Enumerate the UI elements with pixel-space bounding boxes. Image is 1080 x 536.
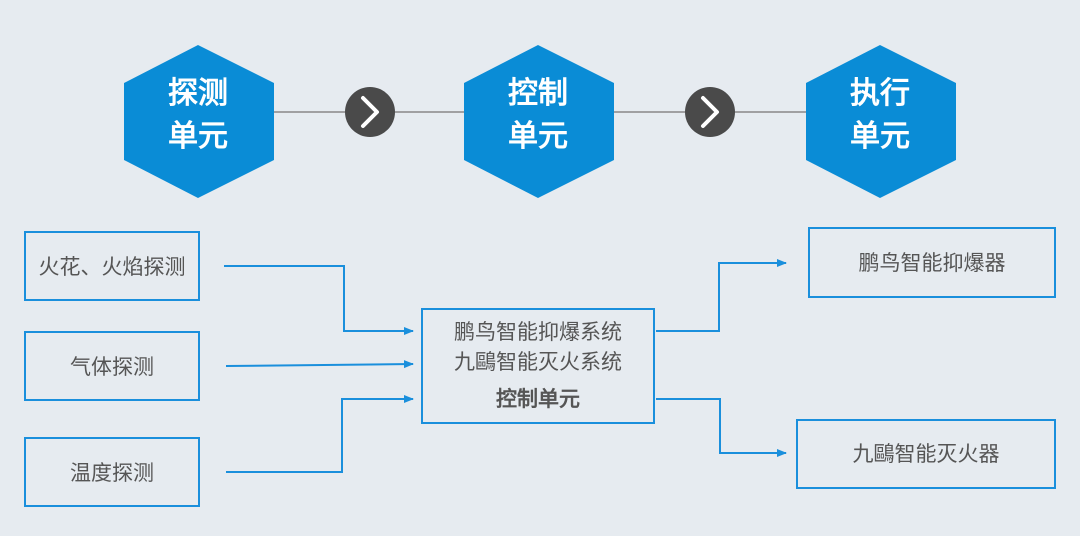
chevron-right-icon [685,87,735,137]
hexagon-shape [124,45,274,198]
output-label: 鹏鸟智能抑爆器 [859,251,1006,275]
stage-label-line1: 控制 [508,76,568,111]
hexagon-shape [806,45,956,198]
control-title: 控制单元 [496,387,580,411]
control-line1: 鹏鸟智能抑爆系统 [454,320,622,344]
hexagon-shape [464,45,614,198]
input-box-flame: 火花、火焰探测 [24,231,200,301]
connector-arrow [656,259,787,332]
control-line2: 九鷗智能灭火系统 [454,350,622,374]
output-label: 九鷗智能灭火器 [853,442,1000,466]
connector-arrow [225,360,414,369]
input-label: 气体探测 [70,355,154,379]
input-box-temperature: 温度探测 [24,437,200,507]
stage-label-line2: 单元 [850,119,910,154]
stage-detection: 探测 单元 [124,45,274,198]
connector-arrow [224,265,414,335]
stage-execution: 执行 单元 [806,45,956,198]
chevron-right-icon [345,87,395,137]
stage-control: 控制 单元 [464,45,614,198]
stage-label-line1: 探测 [168,76,228,111]
input-box-gas: 气体探测 [24,331,200,401]
connector-arrow [656,398,787,457]
input-label: 温度探测 [70,461,154,485]
input-label: 火花、火焰探测 [39,255,186,279]
control-box: 鹏鸟智能抑爆系统 九鷗智能灭火系统 控制单元 [421,308,655,424]
stage-label-line2: 单元 [168,119,228,154]
output-box-extinguisher: 九鷗智能灭火器 [796,419,1056,489]
connector-arrow [226,395,414,473]
stage-label-line1: 执行 [850,76,910,111]
stage-label-line2: 单元 [508,119,568,154]
output-box-suppressor: 鹏鸟智能抑爆器 [808,227,1056,298]
